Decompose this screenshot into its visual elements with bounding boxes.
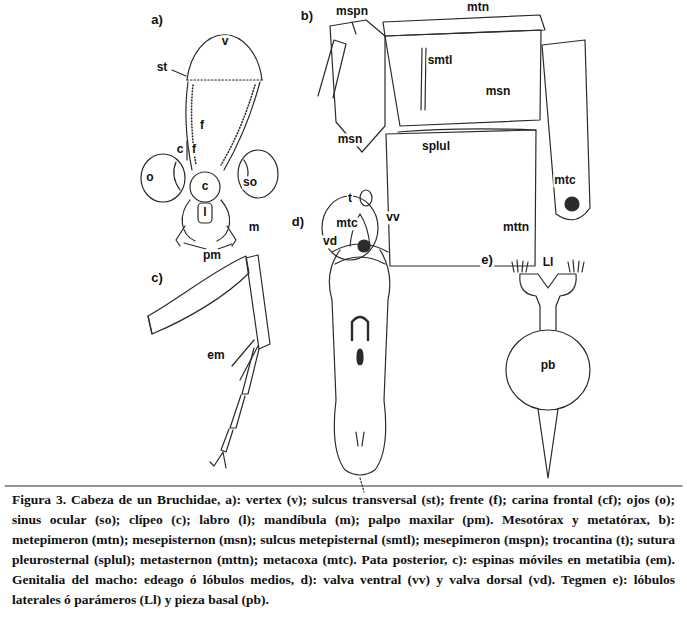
part-label: mspn (335, 5, 369, 18)
leg-drawing (246, 255, 270, 349)
tegmen-drawing (512, 260, 528, 272)
head-drawing (186, 82, 192, 170)
part-label: mtn (466, 1, 490, 14)
part-label: mtc (335, 217, 358, 230)
leg-drawing (148, 316, 152, 334)
leg-drawing (148, 255, 270, 468)
tegmen-drawing (506, 330, 590, 410)
figure-caption: Figura 3. Cabeza de un Bruchidae, a): ve… (12, 490, 675, 610)
leg-drawing (221, 429, 233, 452)
part-label: splul (421, 140, 451, 153)
leg-drawing (232, 340, 254, 366)
part-label: so (242, 176, 258, 189)
thorax-drawing (542, 40, 590, 220)
leg-drawing (230, 395, 245, 428)
head-drawing (141, 154, 185, 202)
head-drawing (184, 243, 206, 249)
head-drawing (141, 35, 278, 249)
part-label: f (191, 143, 197, 156)
panel-letter: a) (150, 13, 164, 27)
tegmen-drawing (520, 274, 540, 330)
part-label: Ll (542, 256, 555, 269)
tegmen-drawing (538, 409, 558, 478)
part-label: smtl (427, 54, 454, 67)
head-drawing (190, 172, 220, 202)
head-drawing (218, 244, 232, 249)
panel-letter: e) (480, 253, 494, 267)
part-label: v (221, 35, 230, 48)
thorax-drawing (352, 22, 356, 34)
head-drawing (238, 150, 278, 198)
thorax-drawing (330, 20, 385, 152)
panel-letter: c) (150, 271, 164, 285)
part-label: c (176, 143, 185, 156)
head-drawing (187, 35, 262, 80)
leg-drawing (240, 346, 258, 380)
aedeagus-drawing (335, 257, 385, 264)
part-label: vd (322, 235, 338, 248)
head-drawing (182, 200, 195, 241)
part-label: mttn (502, 221, 530, 234)
part-label: pm (202, 249, 222, 262)
thorax-drawing (421, 48, 422, 110)
head-drawing (172, 70, 186, 76)
part-label: msn (337, 133, 364, 146)
thorax-drawing (358, 240, 370, 252)
head-drawing (224, 82, 260, 170)
head-drawing (217, 200, 230, 241)
caption-rule (5, 486, 682, 487)
part-label: o (145, 171, 154, 184)
aedeagus-drawing (329, 250, 389, 475)
thorax-drawing (360, 190, 372, 206)
tegmen-drawing (568, 260, 584, 272)
head-drawing (187, 79, 262, 80)
aedeagus-drawing (329, 214, 389, 492)
part-label: l (202, 206, 207, 219)
tegmen-drawing (506, 260, 590, 478)
head-drawing (221, 85, 255, 165)
thorax-drawing (318, 40, 346, 98)
panel-letter: b) (300, 9, 314, 23)
part-label: t (347, 192, 353, 205)
aedeagus-drawing (356, 432, 364, 446)
thorax-drawing (565, 197, 579, 211)
thorax-drawing (318, 15, 590, 266)
part-label: pb (540, 359, 557, 372)
panel-letter: d) (291, 215, 305, 229)
head-drawing (174, 162, 180, 190)
part-label: mtc (553, 174, 576, 187)
part-label: msn (485, 85, 512, 98)
part-label: st (156, 61, 169, 74)
thorax-drawing (385, 30, 541, 126)
part-label: m (248, 221, 261, 234)
head-drawing (227, 226, 236, 246)
part-label: c (201, 180, 210, 193)
part-label: vv (385, 211, 400, 224)
part-label: f (199, 119, 205, 132)
head-drawing (192, 85, 196, 165)
leg-drawing (148, 256, 249, 334)
caption-rule (5, 485, 682, 486)
part-label: em (206, 349, 225, 362)
thorax-drawing (322, 196, 378, 260)
aedeagus-drawing (352, 317, 368, 340)
head-drawing (198, 203, 212, 223)
tegmen-drawing (520, 274, 576, 330)
thorax-drawing (386, 130, 536, 266)
aedeagus-drawing (332, 244, 388, 252)
aedeagus-drawing (357, 349, 363, 365)
aedeagus-drawing (360, 478, 364, 492)
head-drawing (186, 141, 187, 160)
leg-drawing (210, 452, 226, 468)
